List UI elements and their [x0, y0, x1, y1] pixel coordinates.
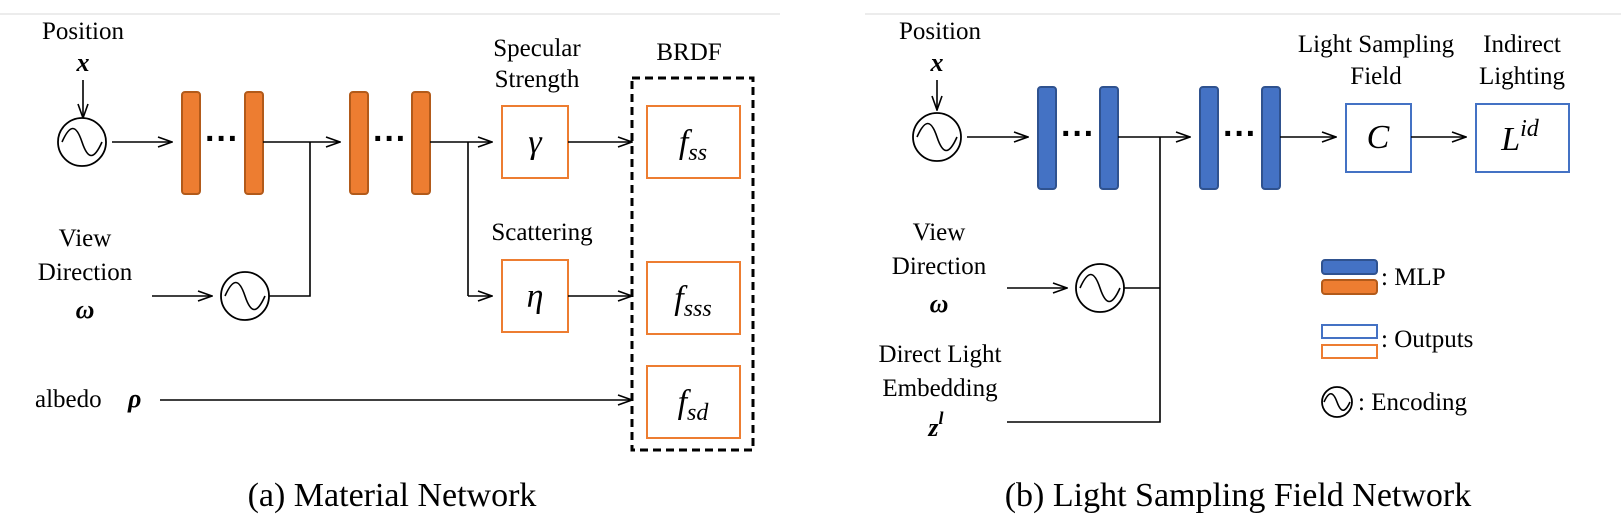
a-eta-box — [501, 259, 569, 333]
b-dots-2: ··· — [1223, 115, 1257, 153]
a-dots-2: ··· — [373, 120, 407, 158]
a-albedo-label: albedo — [35, 386, 102, 413]
legend-mlp-label: : MLP — [1381, 264, 1446, 291]
a-mlp-layer-1 — [181, 91, 201, 195]
a-fsss-symbol: fsss — [674, 280, 711, 322]
b-encoding-icon-1 — [912, 112, 962, 162]
a-gamma-symbol: γ — [528, 124, 543, 161]
b-line-direct-merge — [1007, 137, 1161, 423]
b-mlp-layer-1 — [1037, 86, 1057, 190]
a-fsd-box — [646, 365, 741, 439]
a-brdf-label: BRDF — [656, 39, 721, 66]
a-view-label-2: Direction — [38, 259, 133, 286]
a-specular-label-1: Specular — [493, 35, 581, 62]
b-view-label-2: Direction — [892, 253, 987, 280]
b-caption: (b) Light Sampling Field Network — [1005, 477, 1472, 514]
b-indirect-label-1: Indirect — [1483, 31, 1561, 58]
b-mlp-layer-2 — [1099, 86, 1119, 190]
a-eta-symbol: η — [527, 278, 544, 315]
a-mlp-layer-4 — [411, 91, 431, 195]
b-direct-label-1: Direct Light — [879, 341, 1002, 368]
a-albedo-symbol: ρ — [127, 384, 141, 413]
a-caption: (a) Material Network — [248, 477, 537, 514]
b-direct-symbol: zl — [927, 408, 943, 442]
legend-encoding-label: : Encoding — [1358, 389, 1468, 416]
a-gamma-box — [501, 105, 569, 179]
b-direct-label-2: Embedding — [882, 375, 998, 402]
b-position-symbol: x — [930, 48, 944, 77]
b-c-symbol: C — [1367, 119, 1390, 156]
legend: : MLP : Outputs : Encoding — [1321, 259, 1473, 418]
legend-outputs-label: : Outputs — [1381, 326, 1473, 353]
a-position-label: Position — [42, 18, 124, 45]
a-view-label-1: View — [59, 225, 112, 252]
a-scattering-label: Scattering — [491, 219, 593, 246]
b-lid-symbol: Lid — [1500, 116, 1540, 158]
legend-mlp-blue-swatch — [1321, 259, 1378, 275]
a-fss-box — [646, 105, 741, 179]
b-mlp-layer-4 — [1261, 86, 1281, 190]
b-view-label-1: View — [913, 219, 966, 246]
b-dots-1: ··· — [1061, 115, 1095, 153]
legend-outputs-blue-swatch — [1321, 324, 1378, 339]
panel-material-network: Position x ··· ··· View Direction ω — [35, 18, 755, 514]
b-position-label: Position — [899, 18, 981, 45]
legend-mlp-orange-swatch — [1321, 279, 1378, 295]
b-encoding-icon-2 — [1075, 263, 1125, 313]
b-view-symbol: ω — [930, 289, 949, 318]
a-mlp-layer-3 — [349, 91, 369, 195]
b-mlp-layer-3 — [1199, 86, 1219, 190]
a-brdf-container — [630, 76, 755, 452]
a-fsss-box — [646, 261, 741, 335]
b-c-box — [1345, 103, 1412, 173]
a-specular-label-2: Strength — [495, 66, 580, 93]
a-encoding-icon-2 — [220, 271, 270, 321]
b-lid-box — [1475, 103, 1570, 173]
legend-encoding-icon — [1321, 386, 1353, 418]
a-view-symbol: ω — [76, 295, 95, 324]
legend-outputs-orange-swatch — [1321, 344, 1378, 359]
a-mlp-layer-2 — [244, 91, 264, 195]
a-dots-1: ··· — [205, 120, 239, 158]
a-position-symbol: x — [76, 48, 90, 77]
b-indirect-label-2: Lighting — [1479, 63, 1566, 90]
a-encoding-icon-1 — [57, 117, 107, 167]
b-lsf-label-2: Field — [1350, 63, 1402, 90]
b-lsf-label-1: Light Sampling — [1298, 31, 1455, 58]
a-line-view-merge — [269, 142, 311, 297]
panel-light-sampling-field-network: Position x ··· ··· Light Sampling Field … — [879, 18, 1570, 514]
